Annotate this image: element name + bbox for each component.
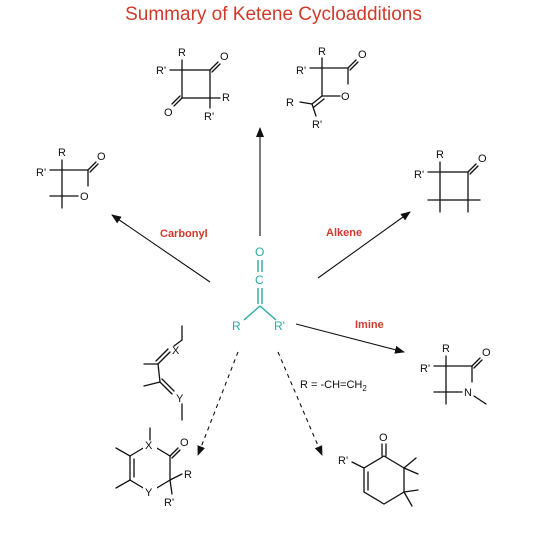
- svg-text:O: O: [164, 107, 173, 119]
- svg-text:O: O: [97, 151, 106, 163]
- svg-text:R': R': [36, 167, 46, 179]
- arrow-imine: [295, 323, 405, 354]
- heterocycle-product: X Y O R R': [115, 427, 192, 509]
- svg-text:R: R: [222, 92, 230, 104]
- svg-text:O: O: [80, 191, 89, 203]
- svg-text:R': R': [204, 111, 214, 123]
- svg-text:Y: Y: [176, 393, 184, 405]
- svg-text:R': R': [156, 65, 166, 77]
- vinyl-note: R = -CH=CH2: [300, 379, 367, 393]
- svg-text:R: R: [436, 149, 444, 161]
- ketene-center: O C R R': [232, 245, 285, 333]
- diagram-title: Summary of Ketene Cycloadditions: [125, 4, 422, 25]
- arrow-diene: [197, 351, 239, 456]
- hetero-diene: X Y: [143, 325, 184, 421]
- svg-text:R': R': [164, 497, 174, 509]
- svg-text:O: O: [478, 153, 487, 165]
- arrow-vinyl: [277, 351, 323, 456]
- arrow-carbonyl: [111, 214, 211, 283]
- cyclobutanedione: R R' O O R R': [156, 47, 230, 123]
- beta-lactam: N O R R': [420, 343, 491, 405]
- label-imine: Imine: [355, 319, 384, 331]
- svg-text:R: R: [184, 469, 192, 481]
- svg-text:R: R: [442, 343, 450, 355]
- svg-text:O: O: [482, 347, 491, 359]
- ketene-oxygen: O: [255, 245, 264, 259]
- svg-text:R: R: [286, 97, 294, 109]
- svg-text:R': R': [338, 455, 348, 467]
- svg-text:N: N: [464, 387, 472, 399]
- beta-lactone: O O R R': [36, 147, 106, 209]
- svg-text:R': R': [420, 363, 430, 375]
- ketene-r-right: R': [274, 319, 285, 333]
- cyclohexenone-product: O R': [338, 432, 419, 507]
- svg-text:O: O: [180, 437, 189, 449]
- svg-text:R': R': [312, 119, 322, 131]
- diketene: O R R' O R R': [286, 46, 367, 131]
- label-carbonyl: Carbonyl: [160, 228, 208, 240]
- cyclobutanone: O R R': [414, 149, 487, 213]
- svg-text:R: R: [318, 46, 326, 58]
- ketene-r-left: R: [232, 319, 241, 333]
- svg-text:R': R': [296, 65, 306, 77]
- arrow-alkene: [317, 211, 411, 279]
- svg-text:R: R: [58, 147, 66, 159]
- svg-text:O: O: [379, 432, 388, 444]
- svg-text:Y: Y: [145, 487, 153, 499]
- ketene-carbon-1: C: [255, 273, 264, 287]
- svg-text:O: O: [220, 51, 229, 63]
- svg-text:X: X: [172, 345, 180, 357]
- label-alkene: Alkene: [326, 227, 362, 239]
- svg-text:O: O: [358, 49, 367, 61]
- svg-text:O: O: [341, 91, 350, 103]
- svg-text:X: X: [145, 440, 153, 452]
- svg-text:R: R: [178, 47, 186, 59]
- svg-text:R': R': [414, 169, 424, 181]
